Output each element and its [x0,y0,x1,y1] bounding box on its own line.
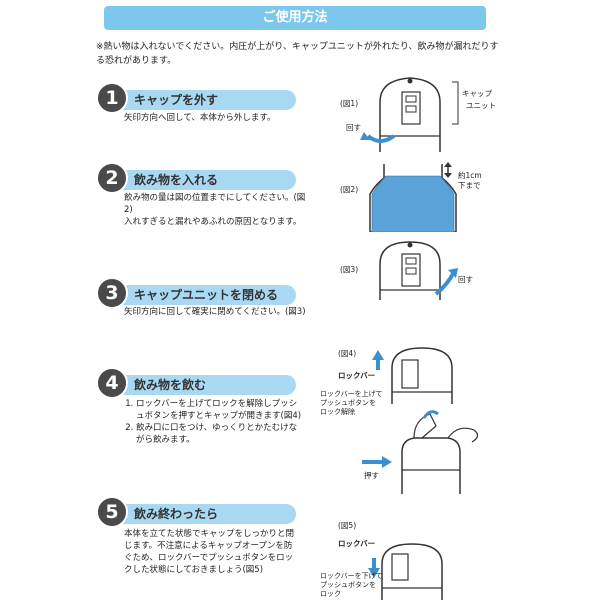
figure-5: (図5) ロックバー ロックバーを下げて プッシュボタンを ロック [318,520,498,600]
note-line: ロックバーを上げて [320,390,383,398]
step-5-header: 5 飲み終わったら [96,496,296,528]
page-title: ご使用方法 [104,6,486,30]
bottle-fill-illustration [369,162,457,232]
step-2-description: 飲み物の量は図の位置までにしてください。(図2) 入れすぎると漏れやあふれの原因… [124,192,309,228]
bottle-cap-illustration [360,77,459,152]
figure-4: (図4) ロックバー ロックバーを上げて プッシュボタンを ロック解除 押す [318,344,498,494]
step-title: キャップを外す [134,93,219,107]
fill-level-label: 約1cm [458,171,482,180]
fill-level-label: 下まで [458,181,481,190]
figure-label: (図2) [340,185,359,194]
figure-label: (図5) [338,521,357,530]
figure-label: (図3) [340,265,359,274]
figure-2: (図2) 約1cm 下まで [340,160,500,232]
note-line: ロックバーを下げて [320,572,383,580]
push-label: 押す [364,471,379,480]
figure-3: (図3) 回す [340,240,500,302]
desc-line: 入れすぎると漏れやあふれの原因となります。 [124,217,302,227]
figure-note: ロックバーを下げて プッシュボタンを ロック [320,572,383,599]
step-2-header: 2 飲み物を入れる [96,162,296,194]
figure-1: (図1) キャップ ユニット 回す [340,74,500,154]
warning-note: ※熱い物は入れないでください。内圧が上がり、キャップユニットが外れたり、飲み物が… [96,42,499,66]
cap-unit-label: ユニット [466,101,496,110]
turn-label: 回す [346,123,361,132]
note-line: ロック解除 [320,408,355,416]
cap-unit-label: キャップ [462,89,492,98]
step-title: 飲み終わったら [134,507,219,521]
desc-line: 飲み物の量は図の位置までにしてください。(図2) [124,193,306,215]
step-title: キャップユニットを閉める [134,288,279,302]
note-line: プッシュボタンを [320,581,376,589]
list-item: 飲み口に口をつけ、ゆっくりとかたむけながら飲みます。 [136,422,304,446]
note-line: ロック [320,590,341,598]
bottle-cap-close-illustration [379,241,458,300]
lockbar-label: ロックバー [338,371,376,380]
note-line: プッシュボタンを [320,399,376,407]
step-title: 飲み物を飲む [134,378,207,392]
step-4-description: ロックバーを上げてロックを解除しプッシュボタンを押すとキャップが開きます(図4)… [124,398,304,446]
bottle-open-illustration [362,347,479,494]
step-number: 3 [96,277,128,309]
step-4-header: 4 飲み物を飲む [96,367,296,399]
step-1-description: 矢印方向へ回して、本体から外します。 [124,113,276,123]
step-5-description: 本体を立てた状態でキャップをしっかりと閉じます。不注意によるキャップオープンを防… [124,529,295,575]
step-number: 1 [96,82,128,114]
step-3-description: 矢印方向に回して確実に閉めてください。(図3) [124,307,306,317]
figure-label: (図1) [340,99,359,108]
lockbar-label: ロックバー [338,539,376,548]
step-number: 4 [96,367,128,399]
bottle-locked-illustration [368,543,443,600]
step-number: 5 [96,496,128,528]
turn-label: 回す [458,275,473,284]
list-item: ロックバーを上げてロックを解除しプッシュボタンを押すとキャップが開きます(図4) [136,398,304,422]
figure-note: ロックバーを上げて プッシュボタンを ロック解除 [320,390,383,417]
step-3-header: 3 キャップユニットを閉める [96,277,296,309]
step-1-header: 1 キャップを外す [96,82,296,114]
step-number: 2 [96,162,128,194]
figure-label: (図4) [338,349,357,358]
step-title: 飲み物を入れる [134,173,219,187]
